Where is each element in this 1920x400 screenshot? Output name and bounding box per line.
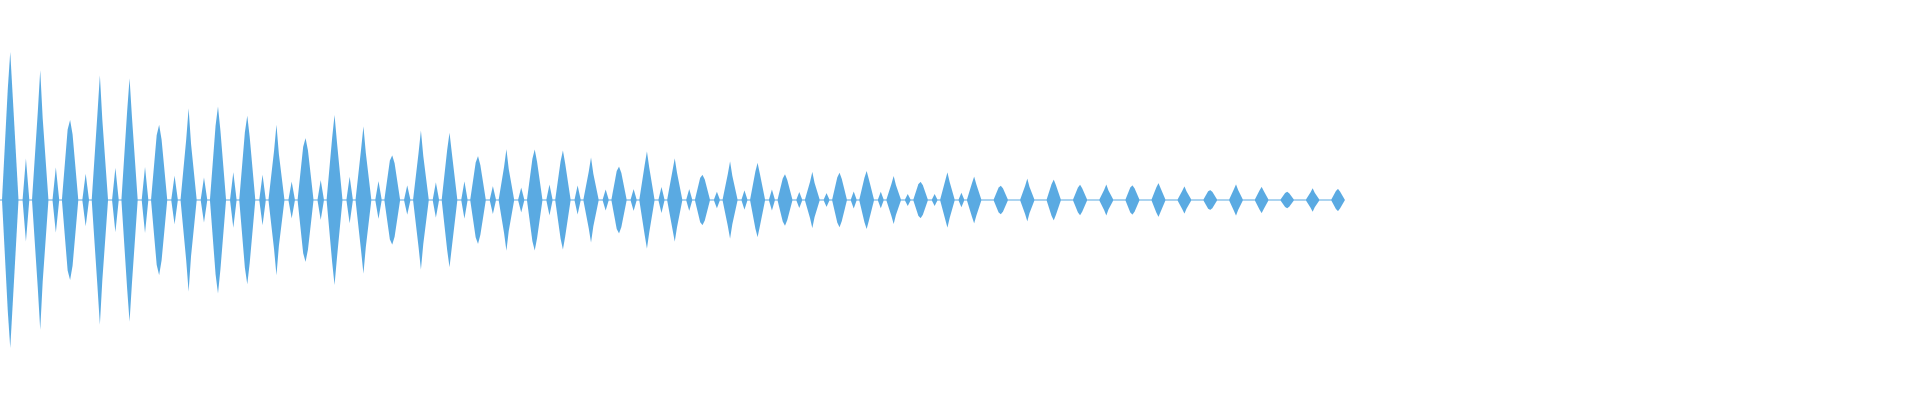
waveform-sub-pulse (22, 158, 30, 242)
waveform-sub-pulse (317, 180, 324, 220)
waveform-pulse (1151, 183, 1166, 217)
waveform-sub-pulse (630, 189, 637, 211)
waveform-sub-pulse (404, 185, 411, 215)
waveform-pulse (694, 174, 711, 226)
waveform-sub-pulse (259, 174, 266, 226)
waveform-pulse (859, 171, 875, 229)
waveform-sub-pulse (141, 167, 149, 233)
waveform-pulse (555, 150, 571, 250)
waveform-sub-pulse (82, 173, 90, 227)
waveform-pulse (1305, 188, 1320, 212)
waveform-pulse (1331, 188, 1345, 212)
waveform-pulse (91, 75, 109, 325)
waveform-pulse (804, 171, 820, 229)
waveform-pulse (611, 166, 627, 234)
waveform-pulse (777, 174, 793, 226)
waveform-pulse (1280, 191, 1295, 209)
waveform-sub-pulse (200, 177, 208, 223)
waveform-sub-pulse (823, 193, 830, 207)
waveform-sub-pulse (518, 187, 525, 213)
waveform-pulse (326, 114, 343, 286)
waveform-pulse (832, 172, 847, 228)
waveform-pulse (470, 156, 486, 244)
waveform-pulse (209, 106, 227, 294)
waveform-pulse (2, 52, 19, 348)
waveform-sub-pulse (112, 167, 119, 233)
waveform-sub-pulse (171, 175, 178, 225)
waveform-pulse (886, 175, 902, 225)
waveform-sub-pulse (877, 191, 884, 209)
waveform-sub-pulse (461, 181, 468, 219)
waveform-pulse (121, 78, 138, 322)
waveform-pulse (1072, 184, 1088, 216)
waveform-pulse (384, 155, 401, 245)
waveform-pulse (526, 149, 543, 251)
waveform-sub-pulse (546, 184, 553, 216)
waveform-pulse (32, 70, 49, 330)
waveform-sub-pulse (741, 190, 748, 210)
waveform-pulse (940, 172, 955, 228)
waveform-sub-pulse (958, 192, 965, 208)
waveform-pulse (639, 151, 655, 249)
waveform-sub-pulse (346, 176, 353, 224)
waveform-pulse (1046, 179, 1061, 221)
waveform-sub-pulse (602, 189, 609, 211)
waveform-sub-pulse (796, 191, 803, 209)
waveform-pulse (993, 185, 1009, 215)
waveform-pulse (722, 161, 738, 239)
waveform-sub-pulse (52, 167, 60, 233)
waveform-pulse (583, 157, 599, 243)
waveform-pulse (441, 132, 458, 268)
waveform-sub-pulse (230, 172, 237, 228)
waveform-pulse (61, 120, 79, 280)
waveform-pulse (151, 124, 168, 276)
waveform-pulse (355, 126, 372, 274)
waveform-pulse (1020, 178, 1035, 222)
waveform-sub-pulse (850, 191, 857, 209)
waveform-sub-pulse (489, 186, 497, 214)
waveform-pulse (1125, 185, 1140, 215)
waveform-sub-pulse (574, 185, 581, 215)
waveform-sub-pulse (904, 194, 911, 206)
waveform-pulse (498, 149, 515, 251)
waveform-pulse (180, 108, 197, 292)
waveform-pulse (966, 176, 982, 224)
waveform-pulse (297, 138, 314, 262)
waveform-sub-pulse (375, 181, 382, 219)
waveform-sub-pulse (686, 189, 693, 211)
waveform-pulse (1203, 190, 1218, 210)
waveform-pulse (1099, 184, 1114, 216)
waveform-pulse (1177, 186, 1192, 214)
waveform-pulse (268, 124, 285, 276)
waveform-pulse (750, 162, 766, 238)
waveform-sub-pulse (931, 194, 938, 206)
waveform-sub-pulse (432, 182, 440, 218)
waveform-sub-pulse (713, 191, 721, 209)
waveform-pulse (1254, 186, 1269, 214)
waveform-pulse (1228, 184, 1244, 216)
waveform-pulse (667, 158, 683, 242)
waveform-pulse (413, 130, 429, 270)
waveform-pulse (913, 181, 928, 219)
waveform-sub-pulse (658, 187, 665, 213)
waveform-pulse (239, 115, 256, 285)
waveform-sub-pulse (288, 181, 295, 219)
waveform-sub-pulse (768, 189, 776, 211)
